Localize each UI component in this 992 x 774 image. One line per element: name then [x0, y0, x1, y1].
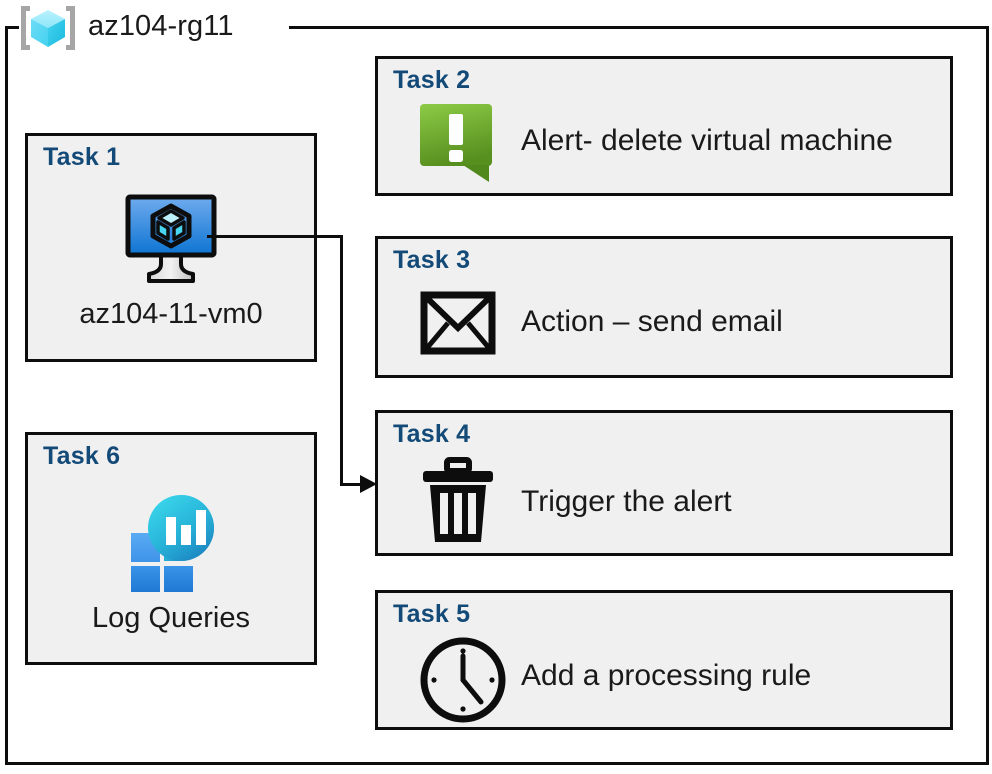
task-card-title: Task 6 [43, 442, 121, 470]
task-card-label: az104-11-vm0 [79, 298, 263, 330]
azure-resource-group-icon [16, 2, 80, 54]
resource-group-border-top-right [289, 26, 989, 29]
connector-segment-horizontal-bottom [340, 483, 368, 486]
resource-group-border-bottom [5, 762, 989, 765]
task-card-task2[interactable]: Task 2 Alert- delete virtual mac [375, 56, 953, 196]
task-icon-wrap [418, 457, 498, 545]
resource-group-border-top-left [5, 26, 19, 29]
resource-group-border-right [986, 26, 989, 765]
task-icon-wrap [418, 103, 498, 183]
resource-group-title: az104-rg11 [88, 10, 234, 42]
clock-icon [419, 636, 507, 724]
task-card-label: Trigger the alert [521, 485, 732, 518]
log-analytics-icon [119, 493, 223, 592]
connector-arrowhead-icon [360, 475, 377, 493]
task-card-task5[interactable]: Task 5 Add a processing rule [375, 590, 953, 730]
task-card-title: Task 1 [43, 143, 121, 171]
task-icon-wrap [418, 635, 508, 725]
task-card-label: Alert- delete virtual machine [521, 124, 893, 157]
connector-segment-horizontal-top [207, 235, 343, 238]
task-card-title: Task 5 [393, 600, 471, 628]
task-card-label: Add a processing rule [521, 659, 812, 692]
trash-can-icon [421, 457, 495, 544]
resource-group-border-left [5, 26, 8, 765]
task-card-task4[interactable]: Task 4 Trigger the alert [375, 410, 953, 556]
task-icon-wrap [28, 192, 314, 284]
task-card-task1[interactable]: Task 1 [25, 133, 317, 362]
task-card-label: Log Queries [92, 602, 250, 634]
envelope-icon [420, 291, 496, 355]
task-card-task3[interactable]: Task 3 Action – send email [375, 236, 953, 378]
task-icon-wrap [418, 283, 498, 363]
alert-bubble-icon [419, 103, 497, 183]
connector-segment-vertical [340, 235, 343, 486]
task-icon-wrap [28, 493, 314, 592]
resource-group-header: az104-rg11 [16, 0, 234, 56]
task-card-title: Task 2 [393, 66, 471, 94]
virtual-machine-icon [123, 192, 219, 284]
task-card-title: Task 3 [393, 246, 471, 274]
task-card-label: Action – send email [521, 305, 783, 338]
task-card-task6[interactable]: Task 6 [25, 432, 317, 665]
task-card-title: Task 4 [393, 420, 471, 448]
